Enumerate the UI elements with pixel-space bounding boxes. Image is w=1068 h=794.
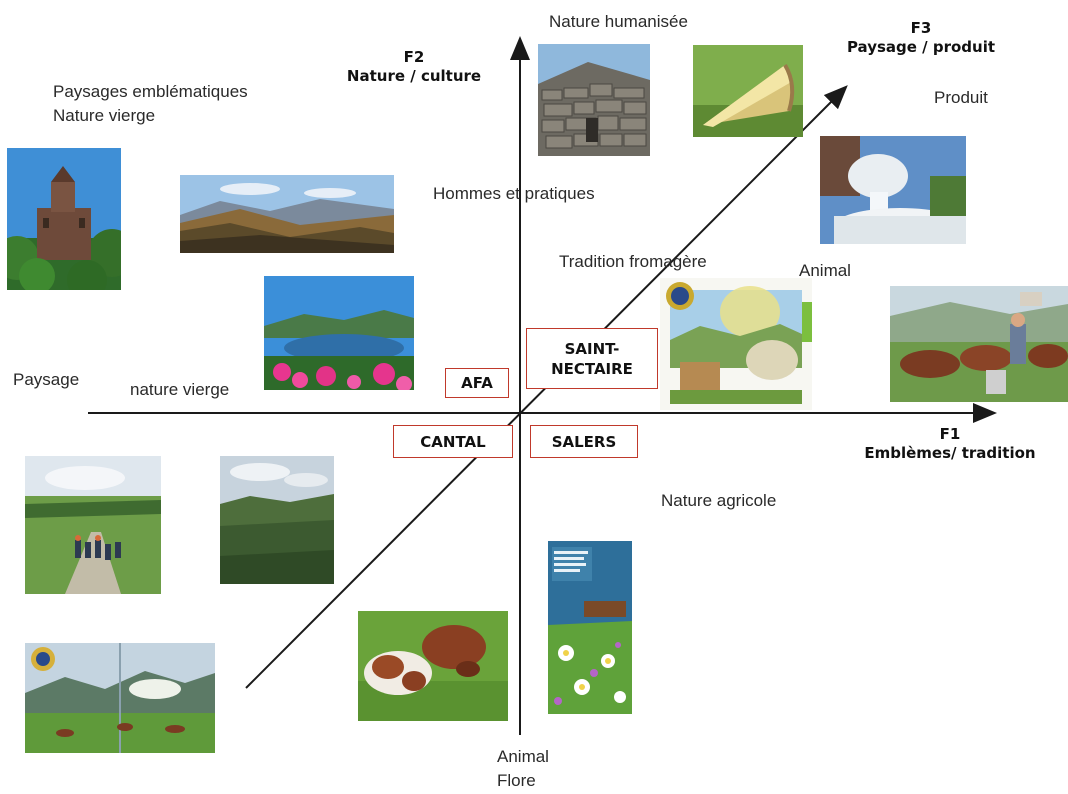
photo-cows-grazing	[358, 611, 508, 721]
box-saint-nectaire: SAINT-NECTAIRE	[526, 328, 658, 389]
photo-farmer-cows	[890, 286, 1068, 402]
f3-axis-title: F3 Paysage / produit	[826, 19, 1016, 57]
photo-open-book	[25, 643, 215, 753]
label-hommes-pratiques: Hommes et pratiques	[433, 184, 595, 203]
label-nature-agricole: Nature agricole	[661, 491, 777, 510]
photo-milk-pouring	[820, 136, 966, 244]
photo-lake-flowers	[264, 276, 414, 390]
photo-cheese-poster	[660, 278, 812, 410]
label-animal-right: Animal	[799, 261, 851, 280]
label-paysages-emblematiques: Paysages emblématiques	[53, 82, 248, 101]
label-nature-humanisee: Nature humanisée	[549, 12, 688, 31]
f3-code: F3	[910, 19, 932, 37]
box-afa: AFA	[445, 368, 509, 398]
label-animal-bottom: Animal	[497, 747, 549, 766]
photo-valley-panorama	[180, 175, 394, 253]
f2-axis-title: F2 Nature / culture	[330, 48, 498, 86]
label-nature-vierge-left: nature vierge	[130, 380, 230, 399]
photo-church	[7, 148, 121, 290]
f1-axis-title: F1 Emblèmes/ tradition	[842, 425, 1058, 463]
label-produit: Produit	[934, 88, 988, 107]
label-flore: Flore	[497, 771, 536, 790]
label-tradition-fromagere: Tradition fromagère	[559, 252, 707, 271]
photo-cheese-slice	[693, 45, 803, 137]
box-cantal: CANTAL	[393, 425, 513, 458]
f1-name: Emblèmes/ tradition	[864, 444, 1036, 462]
label-nature-vierge-top: Nature vierge	[53, 106, 156, 125]
photo-hikers-path	[25, 456, 161, 594]
photo-flower-brochure	[548, 541, 632, 714]
f3-name: Paysage / produit	[846, 38, 996, 56]
f1-code: F1	[939, 425, 961, 443]
photo-stone-hut	[538, 44, 650, 156]
f2-name: Nature / culture	[346, 67, 482, 85]
f2-code: F2	[403, 48, 425, 66]
photo-green-plateau	[220, 456, 334, 584]
box-salers: SALERS	[530, 425, 638, 458]
label-paysage: Paysage	[13, 370, 80, 389]
